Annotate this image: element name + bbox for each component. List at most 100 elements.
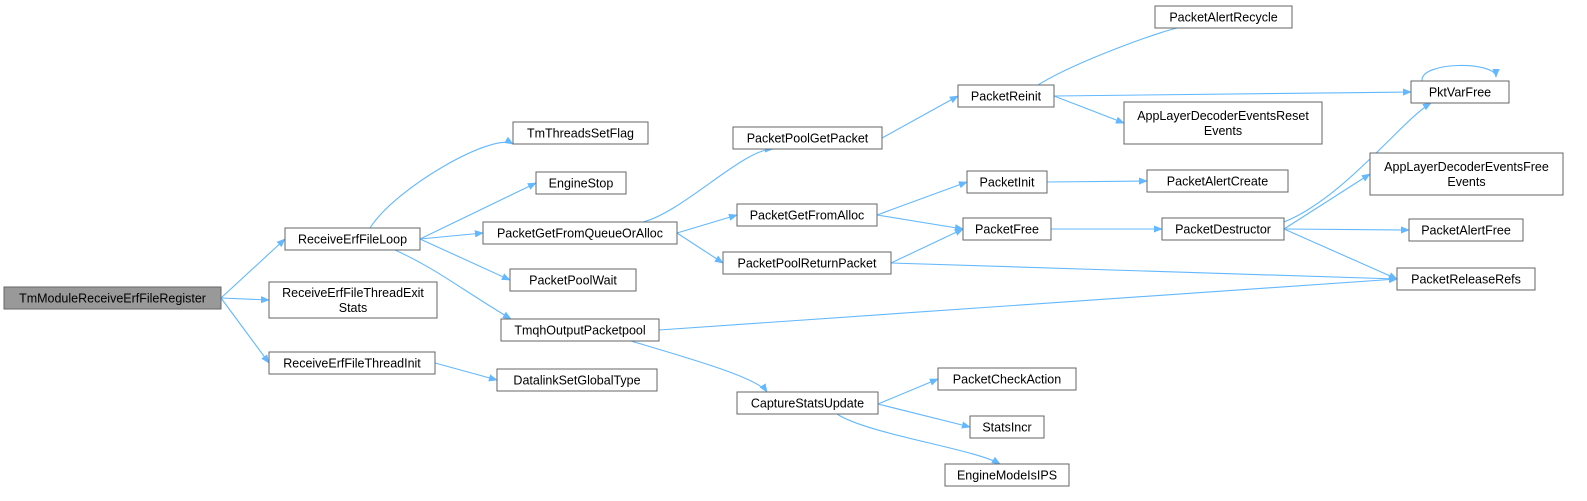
node-box [482, 221, 678, 245]
node-alertrecycle[interactable]: PacketAlertRecycle [1154, 5, 1293, 29]
edge-capturestats-to-enginemodeips [836, 413, 1001, 465]
node-label: ReceiveErfFileThreadInit [283, 357, 421, 371]
node-label: CaptureStatsUpdate [751, 397, 864, 411]
node-box [1161, 217, 1285, 241]
node-label: PacketGetFromAlloc [750, 209, 865, 223]
node-box [535, 171, 627, 195]
node-label: PacketPoolGetPacket [747, 132, 869, 146]
node-box [732, 126, 883, 150]
node-box [500, 318, 660, 342]
node-pktvarfree[interactable]: PktVarFree [1410, 80, 1510, 104]
graph-edges [220, 21, 1500, 465]
node-label: PacketPoolWait [529, 274, 617, 288]
edge-getfromqueue-to-getfromalloc [676, 213, 738, 234]
node-label: TmModuleReceiveErfFileRegister [19, 292, 206, 306]
node-pinit[interactable]: PacketInit [966, 170, 1048, 194]
node-label: StatsIncr [982, 421, 1031, 435]
node-enginestop[interactable]: EngineStop [535, 171, 627, 195]
edge-capturestats-to-statsincr [877, 403, 971, 429]
node-getfromalloc[interactable]: PacketGetFromAlloc [736, 203, 878, 227]
node-label: PacketDestructor [1175, 223, 1271, 237]
node-pfree[interactable]: PacketFree [962, 217, 1052, 241]
edge-destructor-to-pktvarfree [1283, 102, 1432, 223]
edge-getfromqueue-to-poolreturn [676, 232, 724, 264]
edge-reinit-to-alertrecycle [1037, 21, 1181, 86]
node-root[interactable]: TmModuleReceiveErfFileRegister [3, 286, 222, 310]
edge-root-to-exitstats [220, 296, 270, 304]
edge-loop-to-enginestop [419, 182, 537, 240]
node-box [1123, 101, 1323, 145]
node-label: Stats [339, 301, 368, 315]
node-box [969, 415, 1045, 439]
node-label: PacketFree [975, 223, 1039, 237]
edge-reinit-to-eventsreset [1053, 95, 1125, 124]
node-tmqh[interactable]: TmqhOutputPacketpool [500, 318, 660, 342]
node-box [957, 84, 1055, 108]
edge-pinit-to-alertcreate [1046, 177, 1148, 185]
node-box [1146, 169, 1289, 193]
node-label: EngineModeIsIPS [957, 469, 1057, 483]
node-alertcreate[interactable]: PacketAlertCreate [1146, 169, 1289, 193]
node-box [1410, 80, 1510, 104]
node-label: Events [1447, 175, 1485, 189]
graph-nodes: TmModuleReceiveErfFileRegisterReceiveErf… [3, 5, 1564, 487]
node-box [1408, 218, 1524, 242]
node-box [268, 351, 436, 375]
node-label: PacketGetFromQueueOrAlloc [497, 227, 663, 241]
node-box [512, 121, 649, 145]
node-label: ReceiveErfFileThreadExit [282, 286, 424, 300]
node-box [736, 203, 878, 227]
node-reinit[interactable]: PacketReinit [957, 84, 1055, 108]
node-capturestats[interactable]: CaptureStatsUpdate [736, 391, 879, 415]
node-box [736, 391, 879, 415]
node-checkaction[interactable]: PacketCheckAction [937, 367, 1077, 391]
node-label: PacketAlertRecycle [1169, 11, 1277, 25]
edge-loop-to-setflag [369, 136, 514, 229]
node-loop[interactable]: ReceiveErfFileLoop [284, 227, 421, 251]
node-poolgetpacket[interactable]: PacketPoolGetPacket [732, 126, 883, 150]
node-box [966, 170, 1048, 194]
node-label: Events [1204, 124, 1242, 138]
node-label: TmThreadsSetFlag [527, 127, 634, 141]
edge-pktvarfree-to-pktvarfree [1421, 64, 1500, 82]
node-label: EngineStop [549, 177, 614, 191]
node-threadinit[interactable]: ReceiveErfFileThreadInit [268, 351, 436, 375]
node-poolreturn[interactable]: PacketPoolReturnPacket [722, 251, 892, 275]
node-label: PacketCheckAction [953, 373, 1061, 387]
edge-poolgetpacket-to-reinit [881, 95, 959, 139]
node-box [1154, 5, 1293, 29]
node-enginemodeips[interactable]: EngineModeIsIPS [944, 463, 1070, 487]
node-label: AppLayerDecoderEventsFree [1384, 160, 1549, 174]
edge-poolreturn-to-pfree [890, 228, 964, 264]
node-getfromqueue[interactable]: PacketGetFromQueueOrAlloc [482, 221, 678, 245]
edge-loop-to-tmqh [394, 249, 512, 320]
node-label: PacketAlertFree [1421, 224, 1511, 238]
edge-tmqh-to-capturestats [630, 340, 768, 393]
node-label: DatalinkSetGlobalType [513, 374, 640, 388]
edge-threadinit-to-datalink [434, 362, 498, 382]
node-box [496, 368, 658, 392]
node-datalink[interactable]: DatalinkSetGlobalType [496, 368, 658, 392]
node-box [1369, 152, 1564, 196]
node-statsincr[interactable]: StatsIncr [969, 415, 1045, 439]
node-box [944, 463, 1070, 487]
node-alertfree[interactable]: PacketAlertFree [1408, 218, 1524, 242]
edge-getfromqueue-to-poolgetpacket [642, 145, 774, 223]
node-poolwait[interactable]: PacketPoolWait [509, 268, 637, 292]
node-box [962, 217, 1052, 241]
edge-destructor-to-releaserefs [1283, 228, 1398, 280]
edge-destructor-to-alertfree [1283, 226, 1410, 234]
node-setflag[interactable]: TmThreadsSetFlag [512, 121, 649, 145]
node-label: PacketPoolReturnPacket [738, 257, 877, 271]
edge-tmqh-to-releaserefs [658, 275, 1398, 331]
node-destructor[interactable]: PacketDestructor [1161, 217, 1285, 241]
node-label: PacketInit [980, 176, 1035, 190]
node-releaserefs[interactable]: PacketReleaseRefs [1396, 267, 1536, 291]
edge-root-to-threadinit [220, 297, 270, 364]
node-label: PacketReinit [971, 90, 1042, 104]
edge-loop-to-poolwait [419, 238, 511, 281]
